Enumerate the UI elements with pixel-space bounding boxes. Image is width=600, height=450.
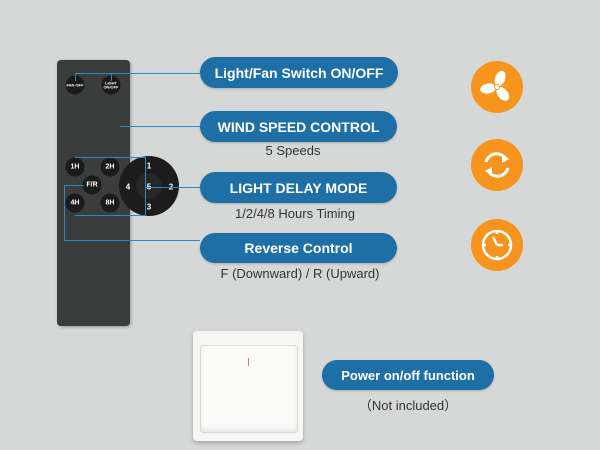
wind-speed-sub: 5 Speeds (265, 143, 321, 158)
power-function-label: Power on/off function (322, 360, 494, 390)
reverse-control-label: Reverse Control (200, 233, 397, 263)
reverse-control-sub: F (Downward) / R (Upward) (220, 266, 380, 281)
not-included-note: （Not included） (358, 398, 458, 413)
light-fan-switch-label: Light/Fan Switch ON/OFF (200, 57, 398, 88)
remote-control: FAN OFF LIGHT ON/OFF 1 2 3 4 5 1H 2H F/R… (57, 60, 179, 326)
fan-icon (471, 61, 523, 113)
wind-speed-label: WIND SPEED CONTROL (200, 111, 397, 142)
wall-switch (193, 331, 303, 441)
refresh-icon (471, 139, 523, 191)
reverse-button[interactable]: F/R (82, 175, 102, 195)
timer-4h-button[interactable]: 4H (65, 193, 85, 213)
speed-3[interactable]: 3 (146, 202, 152, 212)
light-delay-sub: 1/2/4/8 Hours Timing (235, 206, 355, 221)
timer-2h-button[interactable]: 2H (100, 157, 120, 177)
speed-1[interactable]: 1 (146, 161, 152, 171)
light-delay-label: LIGHT DELAY MODE (200, 172, 397, 203)
light-button[interactable]: LIGHT ON/OFF (101, 75, 121, 95)
fan-off-button[interactable]: FAN OFF (65, 75, 85, 95)
timer-8h-button[interactable]: 8H (100, 193, 120, 213)
switch-rocker[interactable] (200, 345, 298, 433)
speed-dial[interactable]: 1 2 3 4 5 (119, 156, 179, 216)
clock-icon (471, 219, 523, 271)
timer-1h-button[interactable]: 1H (65, 157, 85, 177)
speed-4[interactable]: 4 (125, 182, 131, 192)
